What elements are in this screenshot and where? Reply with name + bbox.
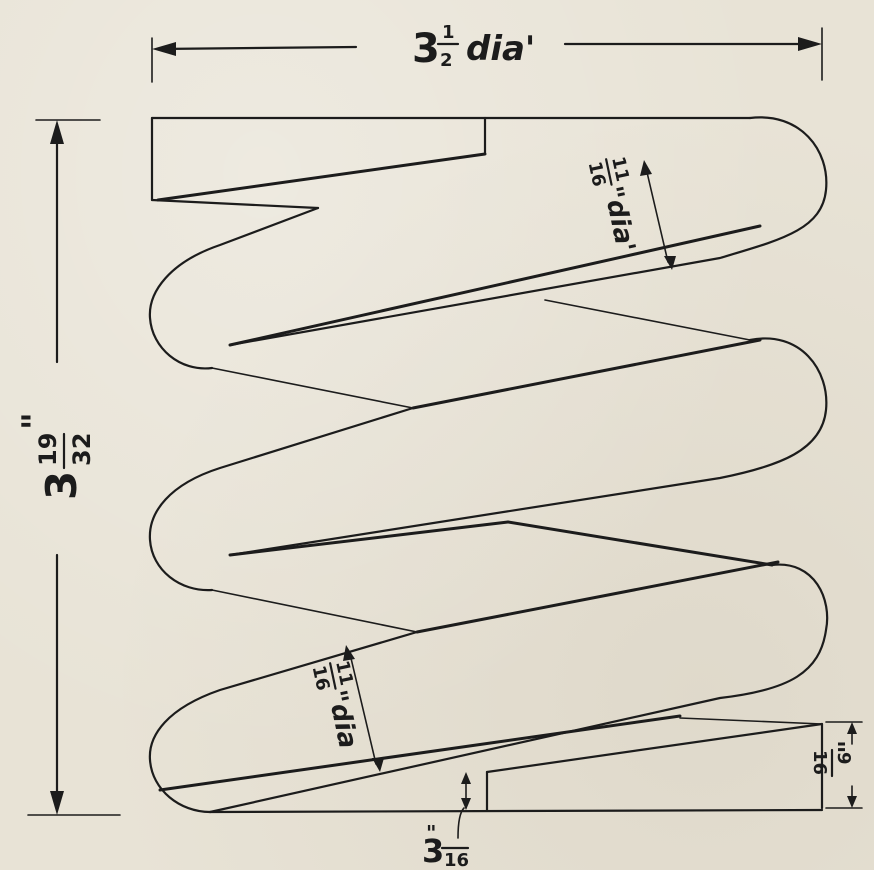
- wire-dia-lower-label: 11 16 "dia: [308, 659, 363, 752]
- wire-dia-lower-arrow-top: [343, 645, 355, 661]
- wire-dia-lower-num: 11: [331, 659, 357, 688]
- wire-dia-upper-suffix: "dia': [597, 184, 640, 255]
- arrowhead-right: [798, 37, 822, 51]
- wire-dia-upper-arrow-bottom: [664, 256, 676, 270]
- coil-1-front-upper: [156, 152, 487, 202]
- coil-1-left-turn: [148, 206, 320, 370]
- wire-dia-lower-suffix: "dia: [321, 688, 363, 752]
- coil-2-left-turn: [148, 406, 415, 592]
- coil-spring: [148, 116, 829, 814]
- diameter-numerator: 1: [442, 22, 455, 43]
- wire-dia-upper-den: 16: [584, 160, 610, 189]
- end-gap-right-arrow-bottom: [847, 796, 857, 808]
- wire-dia-upper-arrow-top: [640, 160, 652, 176]
- coil-3-back-upper: [415, 560, 780, 634]
- end-gap-bottom-arrow-bottom: [461, 798, 471, 810]
- wire-dia-upper: 11 16 "dia': [584, 155, 676, 270]
- arrowhead-bottom: [50, 791, 64, 815]
- wire-dia-lower-arrow-bottom: [372, 758, 384, 772]
- arrowhead-top: [50, 120, 64, 144]
- bottom-end-back: [679, 717, 823, 725]
- coil-3-front-upper-a: [228, 520, 510, 557]
- height-whole: 3: [37, 471, 86, 500]
- wire-dia-upper-num: 11: [607, 155, 633, 184]
- end-gap-bottom-whole: 3: [422, 832, 444, 870]
- end-gap-right-den: 16: [809, 750, 830, 775]
- end-gap-bottom-leader: [457, 807, 465, 839]
- height-label: 3 19 32 ": [15, 412, 96, 500]
- wire-dia-upper-bar: [605, 158, 613, 186]
- coil-3-front-upper-b: [506, 520, 774, 567]
- height-inch-mark: ": [15, 412, 55, 430]
- diameter-label: dia': [466, 29, 535, 69]
- back-line-3: [211, 589, 418, 633]
- end-gap-bottom-inch: ": [426, 821, 436, 845]
- bottom-end-face: [208, 808, 824, 814]
- diameter-whole: 3: [412, 26, 440, 72]
- wire-dia-lower-leader: [349, 653, 377, 765]
- end-gap-bottom-dimension: 3 " 16: [422, 772, 471, 870]
- end-gap-bottom-den: 16: [444, 850, 469, 870]
- dimension-line-left: [156, 45, 358, 51]
- wire-dia-upper-label: 11 16 "dia': [584, 155, 641, 255]
- wire-dia-upper-leader: [645, 167, 669, 263]
- coil-1-front-lower: [228, 116, 828, 347]
- back-line-2: [544, 299, 751, 341]
- end-gap-right-inch: ": [819, 740, 849, 754]
- bottom-coil-front: [158, 714, 682, 792]
- bottom-end-slope: [485, 722, 824, 774]
- wire-dia-lower: 11 16 "dia: [308, 645, 384, 772]
- diameter-denominator: 2: [440, 50, 453, 71]
- height-numerator: 19: [34, 433, 62, 466]
- coil-3-right-turn: [208, 563, 829, 814]
- coil-3-left-turn: [148, 630, 419, 814]
- coil-2-back-upper: [411, 338, 762, 410]
- end-gap-bottom-arrow-top: [461, 772, 471, 784]
- top-end-under: [150, 198, 320, 210]
- back-line-1: [211, 367, 414, 409]
- arrowhead-left: [152, 42, 176, 56]
- end-gap-right-num: 9: [833, 752, 854, 765]
- wire-dia-lower-bar: [329, 662, 337, 690]
- coil-2-front-upper: [228, 224, 762, 347]
- height-dimension: 3 19 32 ": [15, 119, 121, 816]
- coil-2-right-turn: [228, 337, 828, 557]
- diameter-dimension: 3 1 2 dia': [151, 22, 823, 83]
- end-gap-right-label: " 9 16: [809, 740, 854, 778]
- end-gap-right-dimension: " 9 16: [809, 721, 863, 809]
- height-denominator: 32: [68, 433, 96, 466]
- end-gap-right-arrow-top: [847, 722, 857, 734]
- wire-dia-lower-den: 16: [308, 664, 334, 693]
